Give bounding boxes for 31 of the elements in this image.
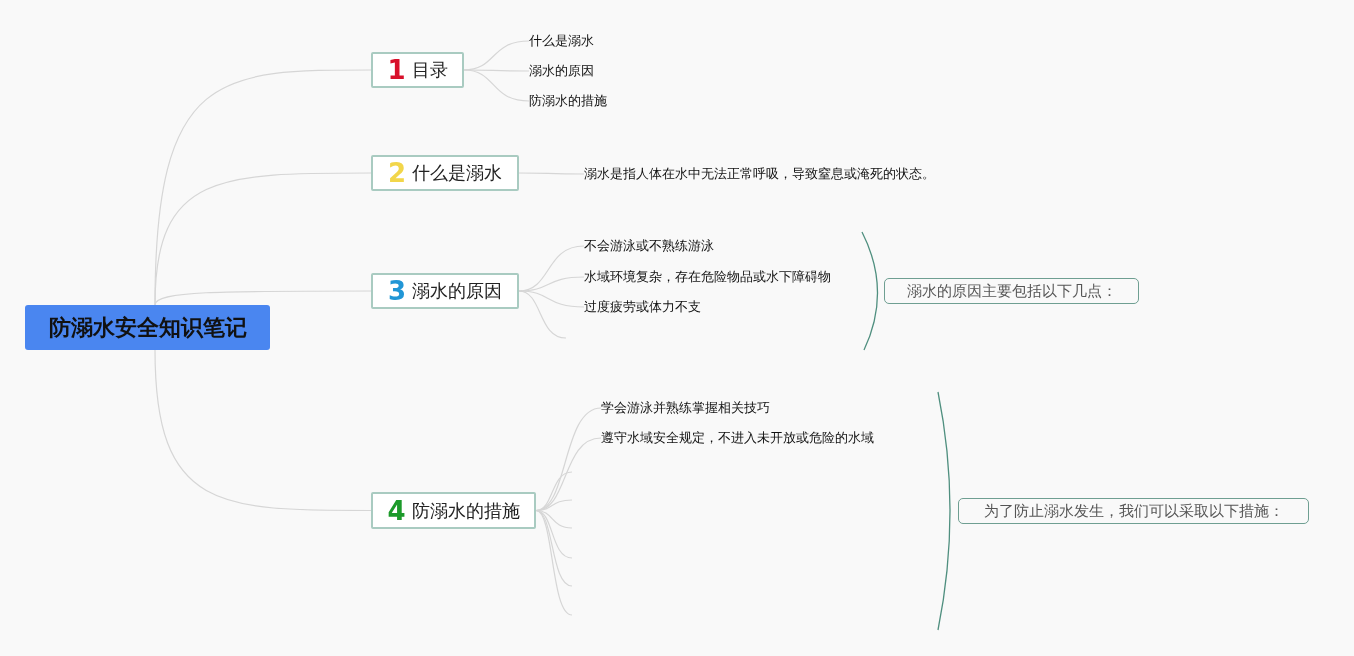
subtopic-text: 遵守水域安全规定，不进入未开放或危险的水域 — [601, 428, 874, 448]
topic-label: 目录 — [411, 58, 448, 82]
subtopic-text: 什么是溺水 — [529, 31, 594, 51]
topic-box — [371, 52, 464, 88]
branch-line — [535, 509, 573, 616]
branch-line — [154, 290, 372, 306]
subtopic-text: 防溺水的措施 — [529, 91, 607, 111]
topic-label: 溺水的原因 — [412, 279, 503, 303]
root-topic: 防溺水安全知识笔记 — [25, 305, 270, 350]
number-marker: 3 — [387, 278, 407, 304]
summary-box: 为了防止溺水发生，我们可以采取以下措施： — [958, 498, 1309, 524]
branch-line — [154, 172, 372, 306]
branch-line — [154, 349, 372, 512]
topic-label: 什么是溺水 — [412, 161, 503, 185]
number-marker: 2 — [387, 160, 407, 186]
subtopic-text: 溺水是指人体在水中无法正常呼吸，导致窒息或淹死的状态。 — [584, 164, 935, 184]
subtopic-text: 学会游泳并熟练掌握相关技巧 — [601, 398, 770, 418]
summary-box: 溺水的原因主要包括以下几点： — [884, 278, 1139, 304]
branch-line — [463, 69, 530, 102]
number-marker: 1 — [387, 57, 406, 83]
subtopic-text: 过度疲劳或体力不支 — [584, 297, 701, 317]
subtopic-text: 不会游泳或不熟练游泳 — [584, 236, 714, 256]
topic-box — [371, 155, 519, 191]
topic-box — [371, 273, 519, 309]
number-marker: 4 — [387, 497, 406, 524]
branch-line — [518, 172, 585, 175]
topic-label: 防溺水的措施 — [411, 498, 520, 523]
topic-box — [371, 492, 536, 529]
branch-line — [535, 471, 573, 512]
subtopic-text: 水域环境复杂，存在危险物品或水下障碍物 — [584, 267, 831, 287]
subtopic-text: 溺水的原因 — [529, 61, 594, 81]
